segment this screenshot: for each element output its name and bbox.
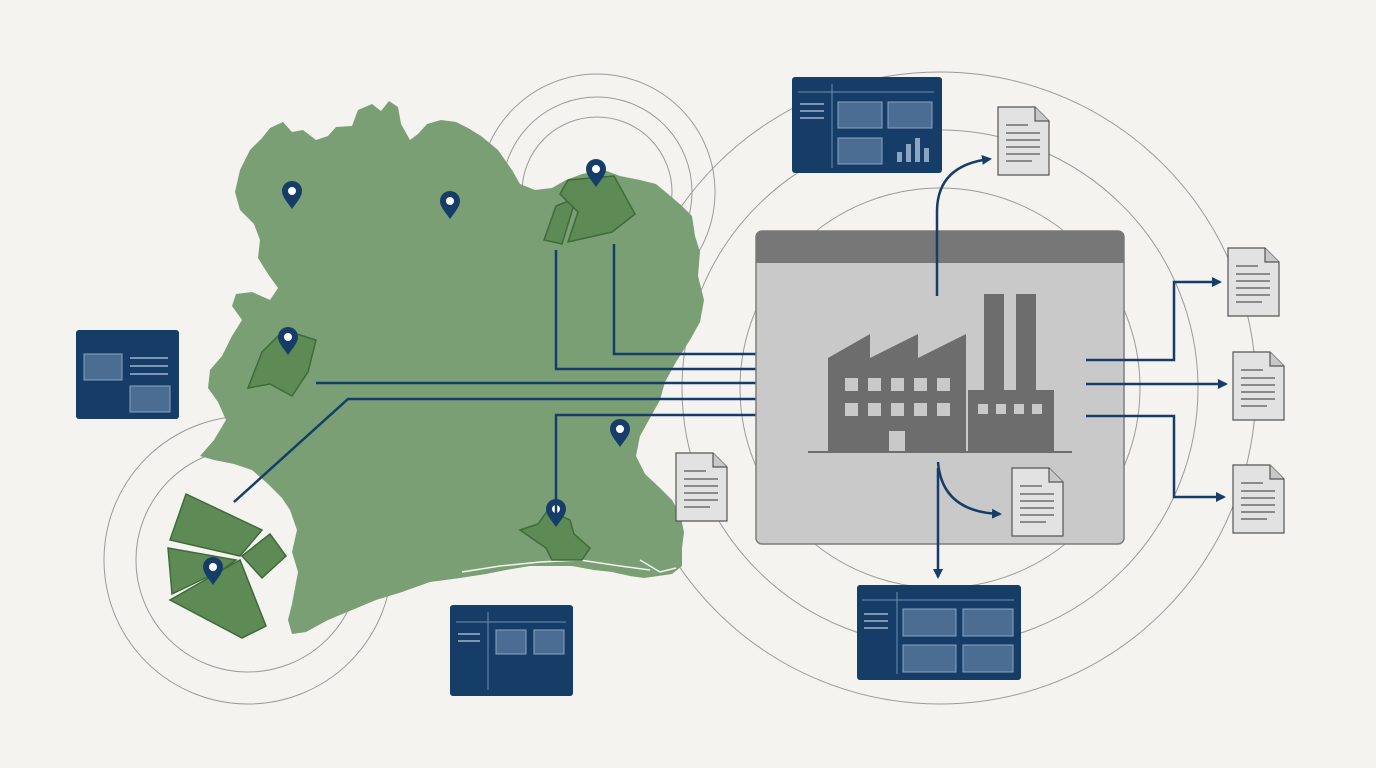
- dashboard-tile: [129, 385, 171, 413]
- flow-arrow: [935, 154, 992, 296]
- dashboard-tile: [495, 629, 527, 655]
- document-icon[interactable]: [1011, 467, 1064, 537]
- document-icon[interactable]: [1232, 351, 1285, 421]
- flow-arrow: [1086, 414, 1226, 502]
- dashboard-tile: [902, 644, 957, 673]
- bar-chart-icon: [897, 138, 929, 162]
- dashboard-panel-top[interactable]: [792, 77, 942, 173]
- factory-windows: [845, 378, 1042, 452]
- factory-chimney-left: [984, 294, 1004, 392]
- dashboard-tile: [962, 608, 1014, 637]
- factory-chimney-right: [1016, 294, 1036, 392]
- dashboard-tile: [83, 353, 123, 381]
- processing-window: [755, 230, 1125, 545]
- dashboard-tile: [837, 101, 883, 129]
- flow-arrow: [554, 410, 800, 518]
- flow-arrow: [233, 394, 800, 503]
- flow-arrow: [1086, 277, 1222, 362]
- flow-arrow: [612, 244, 800, 359]
- dashboard-tile: [533, 629, 565, 655]
- dashboard-panel-left[interactable]: [76, 330, 179, 419]
- dashboard-tile: [837, 137, 883, 165]
- flow-arrow: [936, 461, 1002, 519]
- dashboard-tile: [962, 644, 1014, 673]
- factory-annex: [968, 390, 1054, 452]
- outbound-flows: [933, 154, 1228, 579]
- inbound-flows: [233, 244, 800, 518]
- document-icon[interactable]: [675, 452, 728, 522]
- farm-plot-south: [518, 509, 591, 561]
- document-icon[interactable]: [1227, 247, 1280, 317]
- dashboard-tile: [902, 608, 957, 637]
- dashboard-tile: [887, 101, 933, 129]
- coast-lagoons: [461, 559, 677, 573]
- factory-icon: [808, 294, 1072, 453]
- document-icon[interactable]: [997, 106, 1050, 176]
- flow-arrow: [554, 250, 800, 374]
- farm-plot-cluster-c: [240, 532, 288, 580]
- farm-plot-cluster-a: [169, 492, 264, 557]
- factory-main-hall: [828, 334, 966, 452]
- farm-plot-west: [246, 329, 317, 397]
- dashboard-panel-bottom-left[interactable]: [450, 605, 573, 696]
- document-icon[interactable]: [1232, 464, 1285, 534]
- window-title-bar: [756, 231, 1124, 263]
- dashboard-panel-bottom[interactable]: [857, 585, 1021, 680]
